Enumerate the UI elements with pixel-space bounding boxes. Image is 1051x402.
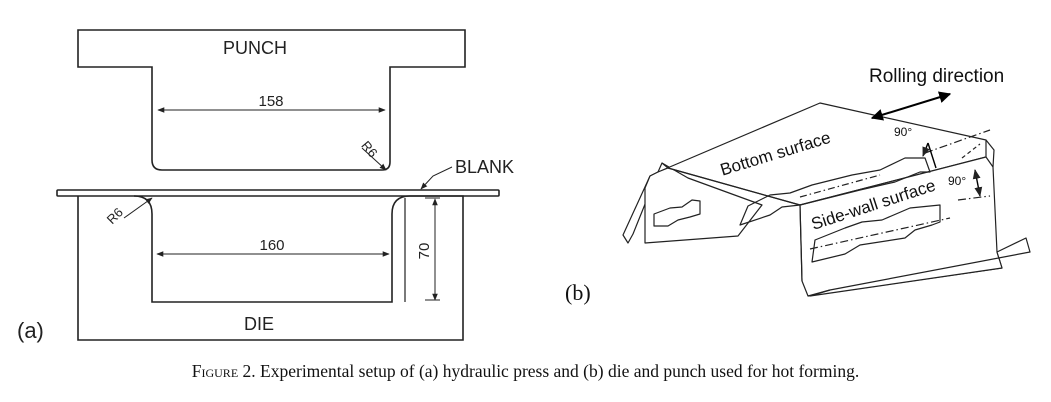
- angle-arrow-side: [972, 169, 983, 197]
- die-depth-label: 70: [416, 243, 433, 260]
- die-width-label: 160: [259, 237, 284, 254]
- left-side-wall: [644, 162, 763, 244]
- punch-radius-leader: [361, 147, 387, 171]
- blank-sheet: [56, 189, 500, 197]
- angle-arrow-bottom: [923, 142, 937, 169]
- blank-leader: [420, 166, 453, 190]
- blank-label: BLANK: [455, 157, 514, 177]
- dimension-70: [425, 197, 440, 301]
- angle-side-label: 90°: [948, 174, 966, 188]
- side-specimen: [811, 204, 941, 263]
- die-radius-label: R6: [104, 205, 126, 227]
- panel-a: [56, 29, 500, 341]
- die-radius-leader: [123, 197, 153, 219]
- figure-number: Figure 2.: [191, 361, 256, 381]
- panel-a-label: (a): [17, 318, 44, 343]
- punch-radius-label: R6: [358, 138, 380, 160]
- rolling-direction-arrow: [870, 91, 952, 121]
- panel-b: [622, 91, 1031, 297]
- rolling-direction-label: Rolling direction: [869, 66, 1004, 87]
- panel-b-label: (b): [565, 280, 591, 305]
- caption-text: Experimental setup of (a) hydraulic pres…: [260, 361, 860, 381]
- figure-caption: Figure 2. Experimental setup of (a) hydr…: [0, 361, 1051, 382]
- die-label: DIE: [244, 314, 274, 334]
- punch-width-label: 158: [258, 93, 283, 110]
- punch-label: PUNCH: [223, 38, 287, 58]
- angle-bottom-label: 90°: [894, 125, 912, 139]
